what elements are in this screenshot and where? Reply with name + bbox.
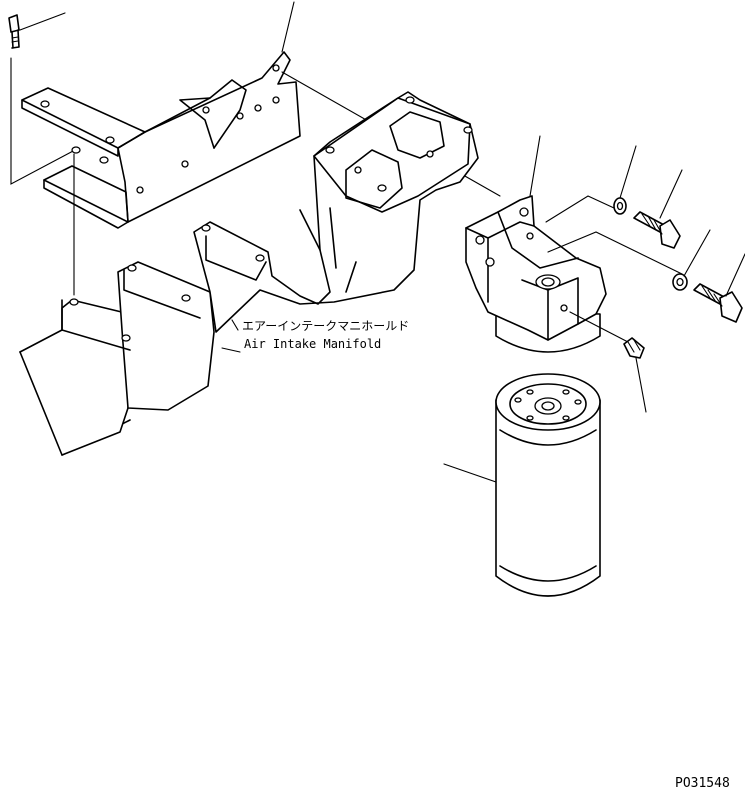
bolt-lower bbox=[693, 283, 743, 323]
leader-plug bbox=[635, 357, 647, 413]
leader-washer-upper bbox=[619, 145, 637, 199]
leader-washer-lower bbox=[683, 229, 711, 277]
bolt-upper-left-icon bbox=[8, 14, 20, 49]
bolt-centerline bbox=[10, 57, 76, 185]
drawing-id: PO31548 bbox=[675, 776, 730, 790]
air-intake-manifold bbox=[19, 91, 479, 456]
mounting-bracket bbox=[21, 51, 301, 229]
leader-filter-head bbox=[529, 135, 541, 197]
label-air-intake-manifold-en: Air Intake Manifold bbox=[244, 337, 381, 351]
washer-upper bbox=[613, 197, 627, 215]
leader-filter-cartridge bbox=[443, 463, 497, 483]
bolt-upper bbox=[633, 211, 681, 249]
leader-bolt-upper bbox=[659, 169, 683, 219]
manifold-leader bbox=[221, 319, 241, 353]
leader-bracket bbox=[281, 1, 295, 53]
filter-head bbox=[465, 195, 607, 353]
washer-lower bbox=[672, 273, 688, 291]
fuel-filter-cartridge bbox=[495, 373, 601, 597]
plug bbox=[623, 337, 645, 359]
label-air-intake-manifold-jp: エアーインテークマニホールド bbox=[242, 319, 409, 333]
upper-bolt-axis bbox=[545, 195, 615, 223]
lower-bolt-axis bbox=[547, 231, 683, 275]
plug-axis bbox=[569, 311, 629, 343]
leader-bolt-upper-left bbox=[19, 12, 66, 31]
leader-bolt-lower bbox=[725, 253, 745, 297]
